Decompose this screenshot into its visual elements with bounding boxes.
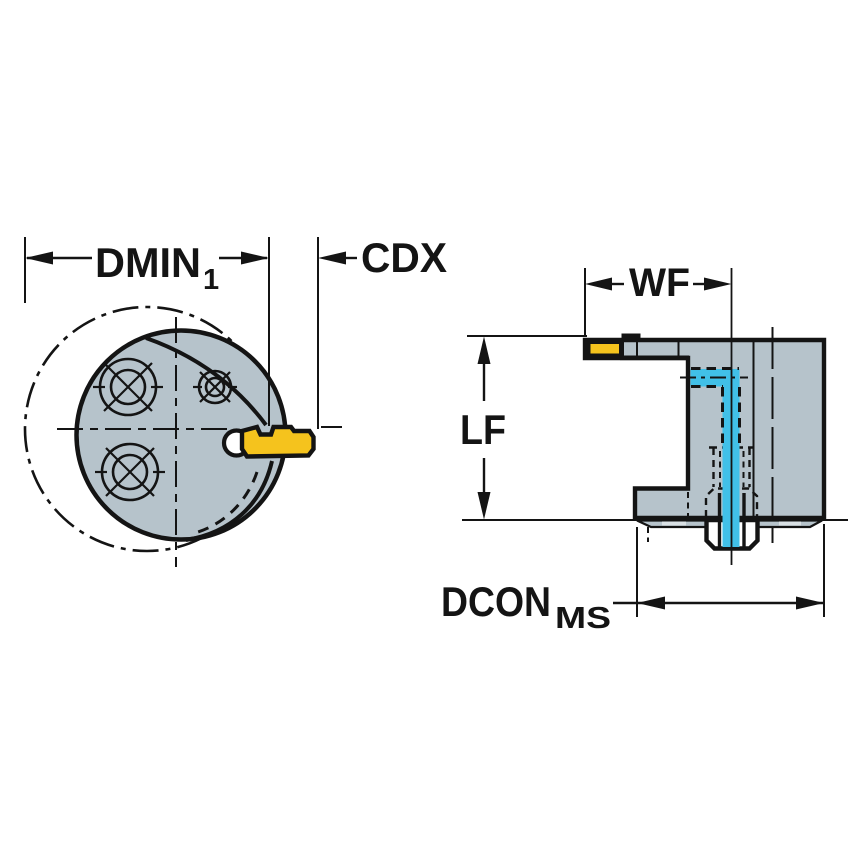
dimension-dcon-ms: DCON MS [441,524,825,635]
bolt-hole-upper-left [93,357,163,417]
label-dcon: DCON [441,578,551,625]
front-view: DMIN 1 CDX [23,234,447,567]
label-dmin: DMIN [95,239,201,286]
dimension-lf: LF [460,335,587,520]
insert-side [585,339,624,359]
insert-front [239,424,316,459]
spiral-edge-bottom [185,460,274,542]
label-dmin-sub: 1 [203,264,219,296]
side-view: WF LF DCON MS [441,261,848,635]
spiral-edge-hidden [190,471,259,536]
bolt-hole-lower-left [95,442,165,502]
bevel-highlight-right [779,521,801,526]
label-lf: LF [460,406,506,453]
label-wf: WF [629,261,690,305]
label-dcon-sub: MS [555,600,611,635]
insert-clamp-lip [621,333,641,341]
spiral-edge-top [145,336,268,427]
dimension-dmin1: DMIN 1 [25,239,269,296]
bevel-highlight-left [662,521,686,526]
dimension-cdx: CDX [318,234,447,281]
label-cdx: CDX [361,234,447,281]
dimension-wf: WF [584,261,732,337]
